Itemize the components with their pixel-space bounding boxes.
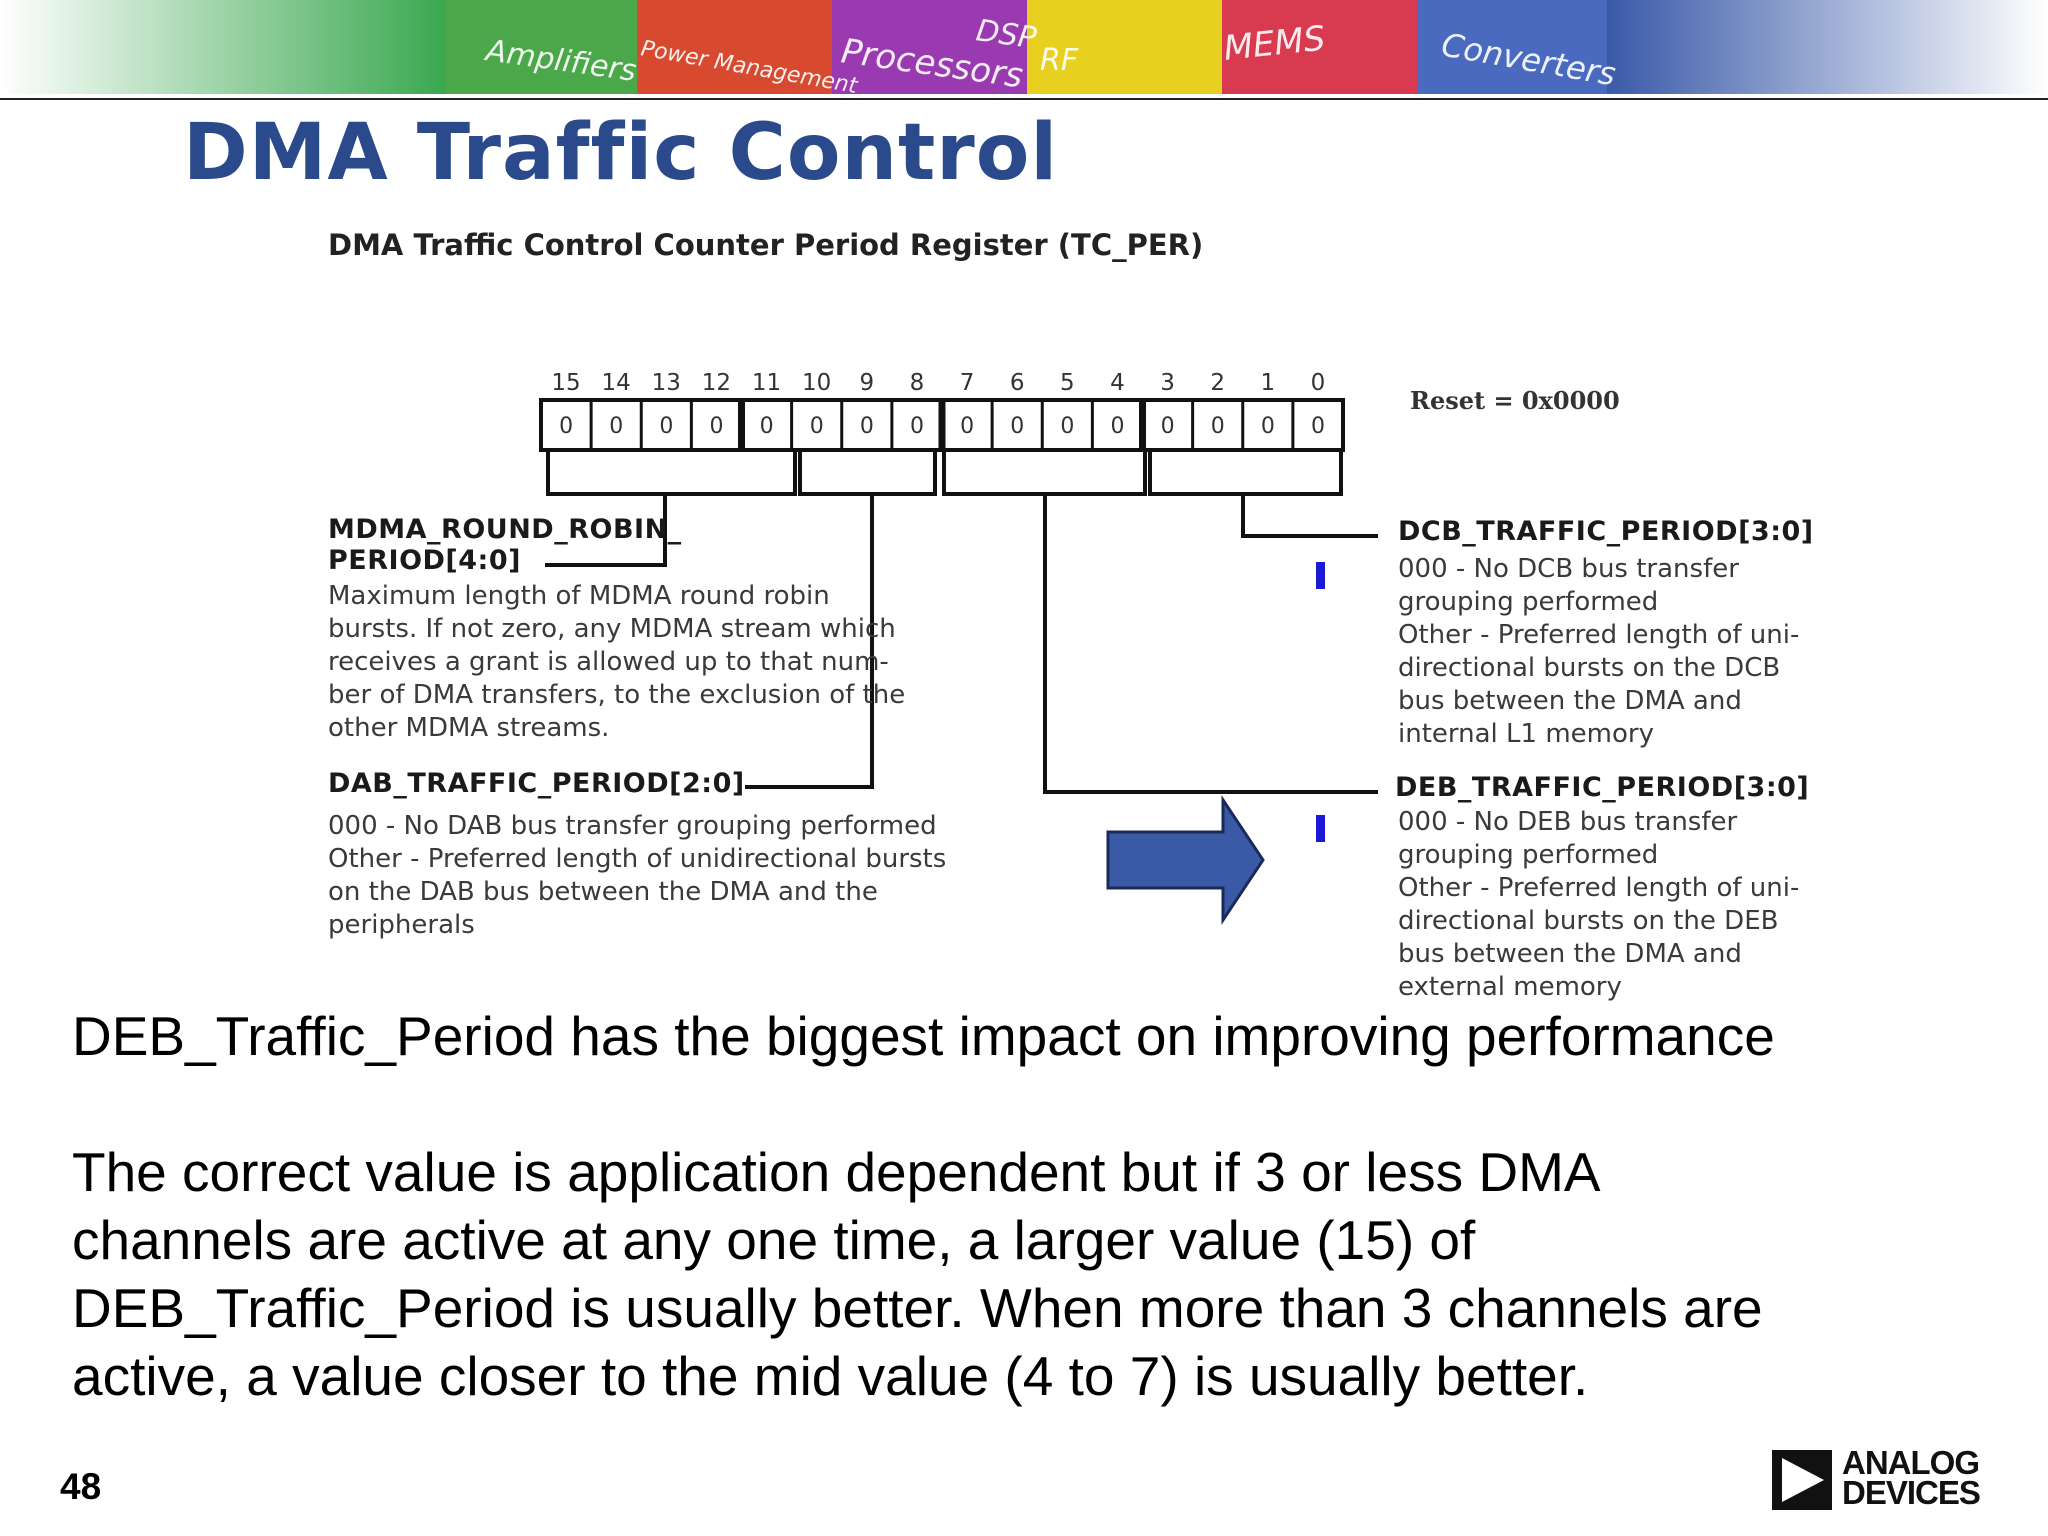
bit-number: 3 (1160, 370, 1175, 396)
field-dcb-desc-line: 000 - No DCB bus transfer (1398, 554, 1739, 584)
field-deb-name: DEB_TRAFFIC_PERIOD[3:0] (1395, 772, 1810, 803)
leader-dcb (1241, 494, 1378, 538)
bit-value: 0 (960, 414, 974, 439)
banner-tile-dsp: DSP (974, 13, 1039, 56)
bit-value: 0 (709, 414, 723, 439)
field-mdma-desc-line: receives a grant is allowed up to that n… (328, 647, 889, 677)
highlight-arrow (1106, 795, 1265, 925)
field-dcb-name: DCB_TRAFFIC_PERIOD[3:0] (1398, 516, 1814, 547)
bracket-dab (798, 450, 937, 496)
marker-dcb (1316, 562, 1325, 589)
field-dab-name: DAB_TRAFFIC_PERIOD[2:0] (328, 768, 745, 799)
leader-dab (745, 494, 874, 789)
bit-value: 0 (609, 414, 623, 439)
field-deb-desc-line: bus between the DMA and (1398, 939, 1742, 969)
field-dab-desc: 000 - No DAB bus transfer grouping perfo… (328, 810, 946, 942)
leader-deb (1043, 494, 1378, 794)
bit-number: 10 (802, 370, 831, 396)
field-deb-desc-line: grouping performed (1398, 840, 1659, 870)
bit-value: 0 (1010, 414, 1024, 439)
field-dcb-desc-line: bus between the DMA and (1398, 686, 1742, 716)
field-deb-desc: 000 - No DEB bus transfer grouping perfo… (1398, 806, 1799, 1004)
field-mdma-desc: Maximum length of MDMA round robin burst… (328, 580, 905, 745)
field-mdma-desc-line: ber of DMA transfers, to the exclusion o… (328, 680, 906, 710)
bit-number: 5 (1060, 370, 1075, 396)
field-deb-desc-line: 000 - No DEB bus transfer (1398, 807, 1738, 837)
bit-value: 0 (1211, 414, 1225, 439)
field-mdma-name-line2: PERIOD[4:0] (328, 545, 521, 576)
bit-value: 0 (1110, 414, 1124, 439)
bit-number: 7 (960, 370, 975, 396)
field-mdma-desc-line: bursts. If not zero, any MDMA stream whi… (328, 614, 896, 644)
bit-number: 13 (652, 370, 681, 396)
bit-value: 0 (1311, 414, 1325, 439)
bit-number: 9 (859, 370, 874, 396)
bit-value: 0 (760, 414, 774, 439)
field-deb-desc-line: Other - Preferred length of uni- (1398, 873, 1800, 903)
analog-devices-logo: ANALOG DEVICES (1772, 1444, 1992, 1520)
field-dcb-desc-line: internal L1 memory (1398, 719, 1654, 749)
slide-body: DEB_Traffic_Period has the biggest impac… (72, 1002, 1972, 1410)
bit-value: 0 (810, 414, 824, 439)
field-mdma-desc-line: Maximum length of MDMA round robin (328, 581, 830, 611)
bit-number: 0 (1311, 370, 1326, 396)
register-caption: DMA Traffic Control Counter Period Regis… (328, 228, 1203, 262)
header-banner: Amplifiers Power Management Processors D… (0, 0, 2048, 94)
field-dab-desc-line: 000 - No DAB bus transfer grouping perfo… (328, 811, 937, 841)
bit-value: 0 (1161, 414, 1175, 439)
bit-value: 0 (1261, 414, 1275, 439)
body-line: The correct value is application depende… (72, 1141, 1601, 1203)
body-line: DEB_Traffic_Period has the biggest impac… (72, 1005, 1775, 1067)
logo-wordmark: ANALOG DEVICES (1842, 1444, 1981, 1511)
bit-cell-row: 0 0 0 0 0 0 0 0 0 0 0 0 0 0 0 0 (539, 398, 1345, 452)
bracket-deb (942, 450, 1147, 496)
logo-line1: ANALOG (1842, 1444, 1980, 1481)
logo-line2: DEVICES (1842, 1474, 1981, 1511)
bit-value: 0 (559, 414, 573, 439)
bit-value: 0 (860, 414, 874, 439)
field-dcb-desc-line: directional bursts on the DCB (1398, 653, 1781, 683)
page-number: 48 (60, 1466, 102, 1507)
header-rule (0, 98, 2048, 100)
bit-number: 6 (1010, 370, 1025, 396)
bit-number: 4 (1110, 370, 1125, 396)
bit-number: 12 (702, 370, 731, 396)
body-spacer (72, 1070, 1972, 1138)
bracket-dcb (1148, 450, 1343, 496)
bit-number: 1 (1260, 370, 1275, 396)
bit-number: 14 (602, 370, 631, 396)
field-dab-desc-line: peripherals (328, 910, 475, 940)
field-mdma-desc-line: other MDMA streams. (328, 713, 610, 743)
field-dcb-desc-line: Other - Preferred length of uni- (1398, 620, 1800, 650)
bit-number: 15 (551, 370, 580, 396)
bit-value: 0 (659, 414, 673, 439)
slide-title: DMA Traffic Control (183, 108, 1059, 198)
bit-number: 8 (910, 370, 925, 396)
field-deb-desc-line: external memory (1398, 972, 1622, 1002)
body-line: active, a value closer to the mid value … (72, 1345, 1589, 1407)
logo-triangle-icon (1772, 1450, 1832, 1510)
field-dab-desc-line: Other - Preferred length of unidirection… (328, 844, 947, 874)
bracket-mdma (546, 450, 797, 496)
banner-tile-rf: RF (1040, 43, 1079, 78)
bit-number: 11 (752, 370, 781, 396)
bit-number: 2 (1210, 370, 1225, 396)
field-dcb-desc: 000 - No DCB bus transfer grouping perfo… (1398, 553, 1799, 751)
field-mdma-name-line1: MDMA_ROUND_ROBIN_ (328, 514, 682, 545)
field-mdma-name: MDMA_ROUND_ROBIN_ PERIOD[4:0] (328, 514, 682, 576)
body-line: DEB_Traffic_Period is usually better. Wh… (72, 1277, 1763, 1339)
marker-deb (1316, 815, 1325, 842)
field-dab-desc-line: on the DAB bus between the DMA and the (328, 877, 878, 907)
body-line: channels are active at any one time, a l… (72, 1209, 1476, 1271)
field-dcb-desc-line: grouping performed (1398, 587, 1659, 617)
bit-value: 0 (1060, 414, 1074, 439)
field-deb-desc-line: directional bursts on the DEB (1398, 906, 1779, 936)
register-reset-value: Reset = 0x0000 (1410, 386, 1620, 415)
bit-value: 0 (910, 414, 924, 439)
leader-mdma (545, 494, 667, 567)
